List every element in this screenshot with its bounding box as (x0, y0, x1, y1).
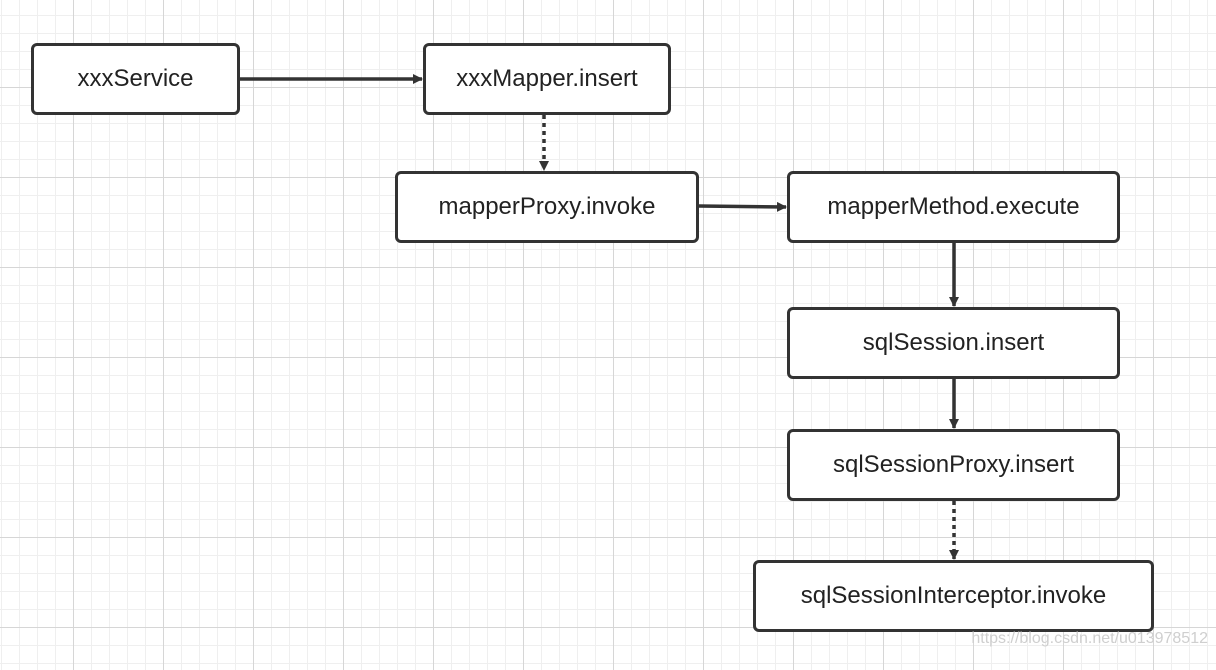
arrow-proxy-to-method (698, 201, 787, 212)
node-xxx-mapper-insert[interactable]: xxxMapper.insert (423, 43, 671, 115)
node-sql-session-interceptor-invoke[interactable]: sqlSessionInterceptor.invoke (753, 560, 1154, 632)
node-mapper-method-execute[interactable]: mapperMethod.execute (787, 171, 1120, 243)
node-sql-session-proxy-insert[interactable]: sqlSessionProxy.insert (787, 429, 1120, 501)
node-mapper-proxy-invoke[interactable]: mapperProxy.invoke (395, 171, 699, 243)
node-sql-session-insert[interactable]: sqlSession.insert (787, 307, 1120, 379)
watermark: https://blog.csdn.net/u013978512 (971, 630, 1208, 647)
node-xxx-service[interactable]: xxxService (31, 43, 240, 115)
